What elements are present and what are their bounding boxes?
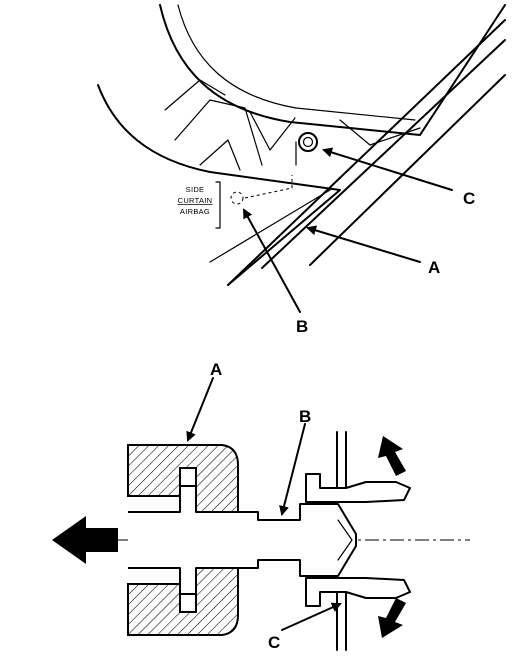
- clip-b-hidden: [230, 191, 244, 205]
- leader-b-top: [243, 208, 301, 313]
- clip-c-ring: [298, 132, 318, 152]
- frame-outer-curve: [159, 4, 506, 136]
- callout-c-bottom: C: [268, 633, 280, 652]
- panel-detail-1: [164, 79, 226, 111]
- frame-inner-curve: [177, 4, 416, 121]
- pillar-line-2: [261, 39, 506, 269]
- airbag-text-airbag: AIRBAG: [180, 207, 210, 216]
- callout-c-top: C: [463, 189, 475, 208]
- leader-b-bottom: [279, 423, 306, 516]
- trim-panel-outline: [97, 84, 341, 286]
- leader-a-top: [306, 225, 421, 263]
- clip-c-ring-inner: [302, 136, 314, 148]
- top-diagram: SIDE CURTAIN AIRBAG C A B: [97, 4, 506, 336]
- callout-a-top: A: [428, 258, 440, 277]
- leader-c-top: [322, 147, 453, 191]
- leader-a-bottom: [186, 377, 214, 442]
- release-up-arrow-icon: [378, 436, 406, 476]
- panel-detail-4: [249, 111, 296, 151]
- pull-direction-arrow-icon: [52, 516, 118, 564]
- airbag-text-side: SIDE: [186, 185, 205, 194]
- airbag-bracket: [215, 181, 221, 229]
- panel-detail-5: [339, 119, 421, 146]
- callout-b-bottom: B: [299, 407, 311, 426]
- release-down-arrow-icon: [378, 598, 406, 638]
- pillar-line-4: [209, 189, 331, 263]
- bottom-diagram: A B C: [52, 360, 470, 652]
- pillar-line-3: [309, 74, 506, 266]
- housing-a-upper: [127, 444, 239, 513]
- housing-a-lower: [127, 567, 239, 636]
- pillar-line-1: [227, 19, 506, 286]
- panel-detail-2: [174, 99, 263, 166]
- callout-b-top: B: [296, 317, 308, 336]
- pin-split-line: [337, 519, 353, 561]
- clip-c-lower: [305, 577, 411, 607]
- hidden-edge: [244, 175, 293, 199]
- clip-pin-b: [128, 485, 357, 595]
- callout-a-bottom: A: [210, 360, 222, 379]
- clip-c-upper: [305, 473, 411, 503]
- panel-detail-3: [199, 139, 241, 171]
- leader-c-bottom: [281, 602, 342, 631]
- airbag-text-curtain: CURTAIN: [178, 196, 213, 205]
